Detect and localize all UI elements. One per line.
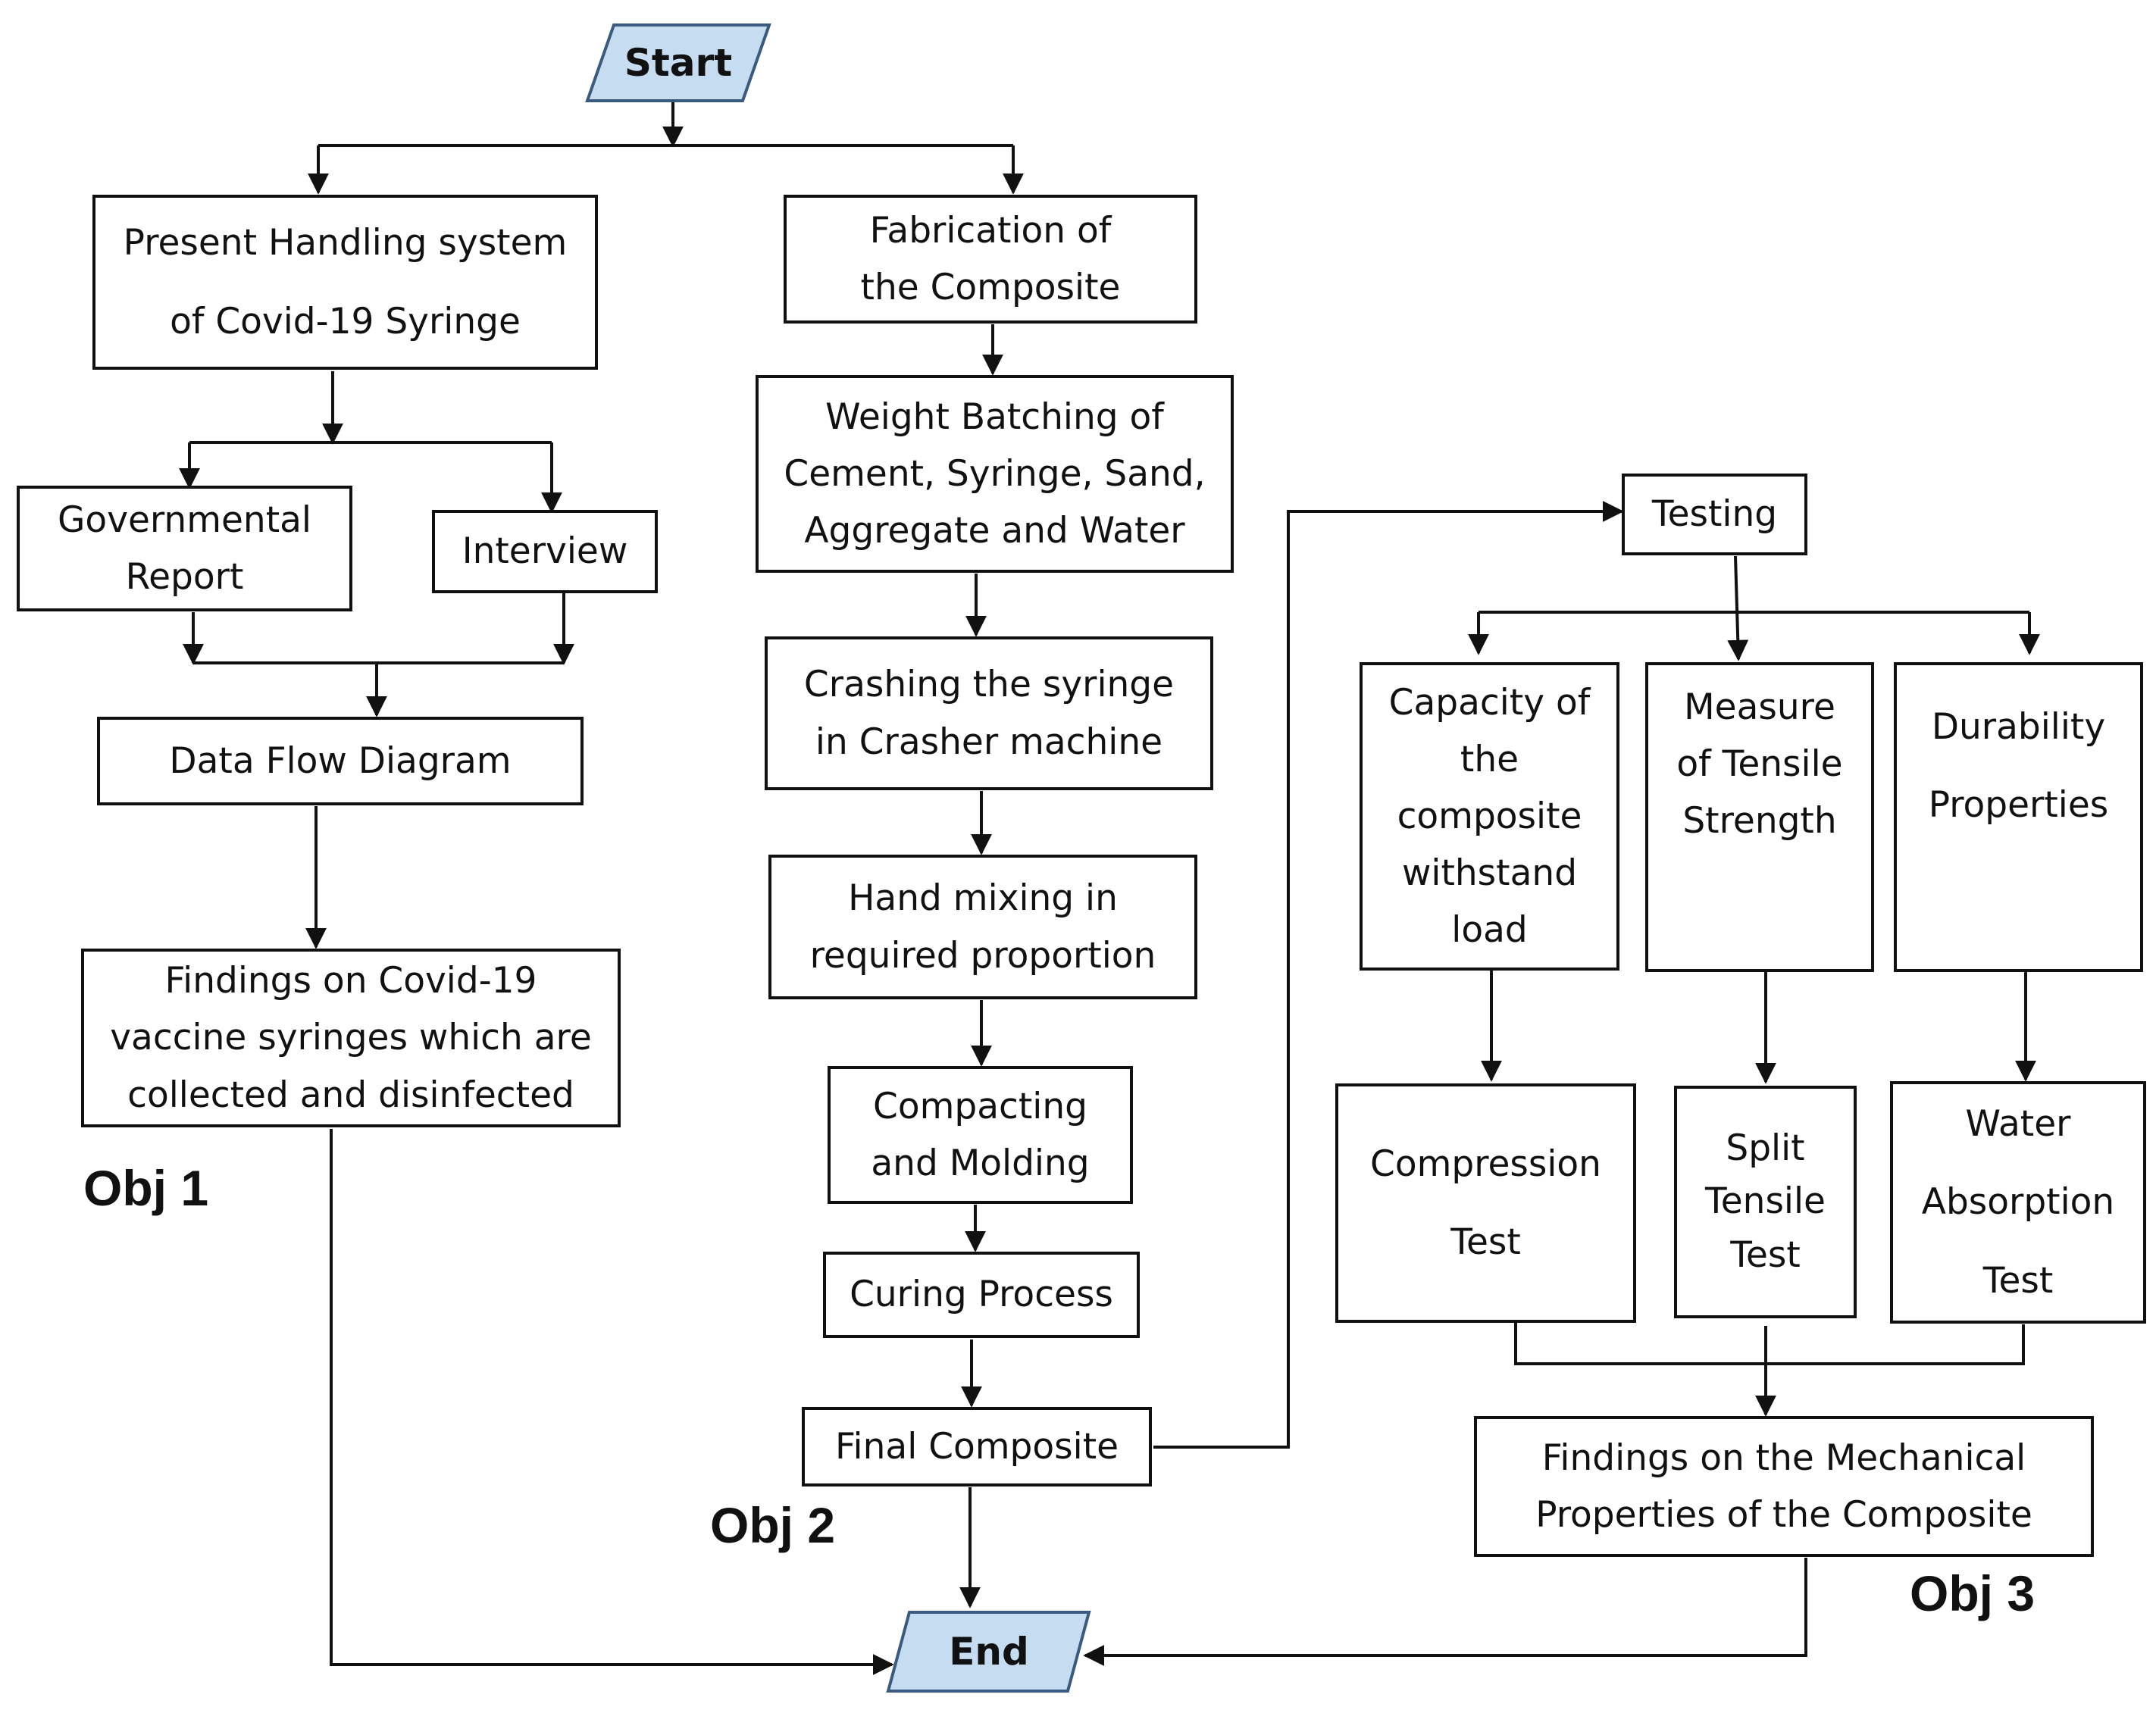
- durability-text: Durability Properties: [1928, 706, 2109, 827]
- final-composite-text: Final Composite: [834, 1425, 1119, 1468]
- curing-box: Curing Process: [823, 1252, 1140, 1338]
- split-tensile-test-box: Split Tensile Test: [1674, 1086, 1857, 1318]
- hand-mixing-box: Hand mixing in required proportion: [768, 855, 1197, 999]
- arrow-final-to-testing: [1153, 501, 1624, 1449]
- testing-text: Testing: [1651, 493, 1778, 536]
- curing-text: Curing Process: [850, 1274, 1113, 1316]
- obj-2-label: Obj 2: [710, 1497, 836, 1553]
- connector-tests-merge: [1514, 1323, 2025, 1365]
- interview-box: Interview: [432, 510, 658, 593]
- crashing-box: Crashing the syringe in Crasher machine: [765, 636, 1213, 790]
- crashing-text: Crashing the syringe in Crasher machine: [803, 664, 1175, 763]
- end-terminal: [886, 1611, 1091, 1693]
- hand-mixing-text: Hand mixing in required proportion: [809, 877, 1156, 977]
- obj-1-label: Obj 1: [83, 1160, 209, 1216]
- governmental-report-box: Governmental Report: [17, 486, 352, 611]
- weight-batching-box: Weight Batching of Cement, Syringe, Sand…: [756, 375, 1234, 573]
- arrow-testing-down: [1727, 555, 1749, 661]
- compacting-box: Compacting and Molding: [828, 1066, 1133, 1204]
- data-flow-diagram-box: Data Flow Diagram: [97, 717, 584, 805]
- governmental-report-text: Governmental Report: [58, 499, 311, 598]
- start-terminal: [585, 23, 771, 102]
- water-absorption-test-box: Water Absorption Test: [1890, 1081, 2146, 1324]
- arrow-findings-to-end: [330, 1129, 894, 1675]
- mechanical-findings-box: Findings on the Mechanical Properties of…: [1474, 1416, 2094, 1557]
- obj-3-label: Obj 3: [1910, 1565, 2036, 1621]
- compression-test-text: Compression Test: [1370, 1143, 1601, 1263]
- split-tensile-test-text: Split Tensile Test: [1705, 1127, 1826, 1276]
- fabrication-text: Fabrication of the Composite: [860, 209, 1121, 308]
- final-composite-box: Final Composite: [802, 1407, 1152, 1486]
- water-absorption-test-text: Water Absorption Test: [1921, 1102, 2115, 1302]
- compression-test-box: Compression Test: [1335, 1083, 1636, 1323]
- present-handling-text: Present Handling system of Covid-19 Syri…: [123, 222, 568, 342]
- mechanical-findings-text: Findings on the Mechanical Properties of…: [1535, 1436, 2032, 1536]
- durability-box: Durability Properties: [1894, 662, 2143, 972]
- findings-syringes-text: Findings on Covid-19 vaccine syringes wh…: [110, 960, 592, 1116]
- start-label: Start: [624, 41, 733, 85]
- arrow-mechanical-to-end: [1083, 1558, 1807, 1666]
- capacity-text: Capacity of the composite withstand load: [1388, 681, 1591, 952]
- interview-text: Interview: [462, 530, 628, 573]
- end-label: End: [949, 1630, 1029, 1674]
- findings-syringes-box: Findings on Covid-19 vaccine syringes wh…: [81, 949, 621, 1127]
- capacity-box: Capacity of the composite withstand load: [1360, 662, 1619, 971]
- weight-batching-text: Weight Batching of Cement, Syringe, Sand…: [784, 395, 1206, 552]
- data-flow-diagram-text: Data Flow Diagram: [169, 739, 512, 782]
- compacting-text: Compacting and Molding: [871, 1085, 1090, 1184]
- fabrication-box: Fabrication of the Composite: [784, 195, 1197, 324]
- testing-box: Testing: [1622, 474, 1807, 555]
- present-handling-box: Present Handling system of Covid-19 Syri…: [92, 195, 598, 370]
- tensile-strength-text: Measure of Tensile Strength: [1676, 686, 1843, 842]
- tensile-strength-box: Measure of Tensile Strength: [1645, 662, 1874, 972]
